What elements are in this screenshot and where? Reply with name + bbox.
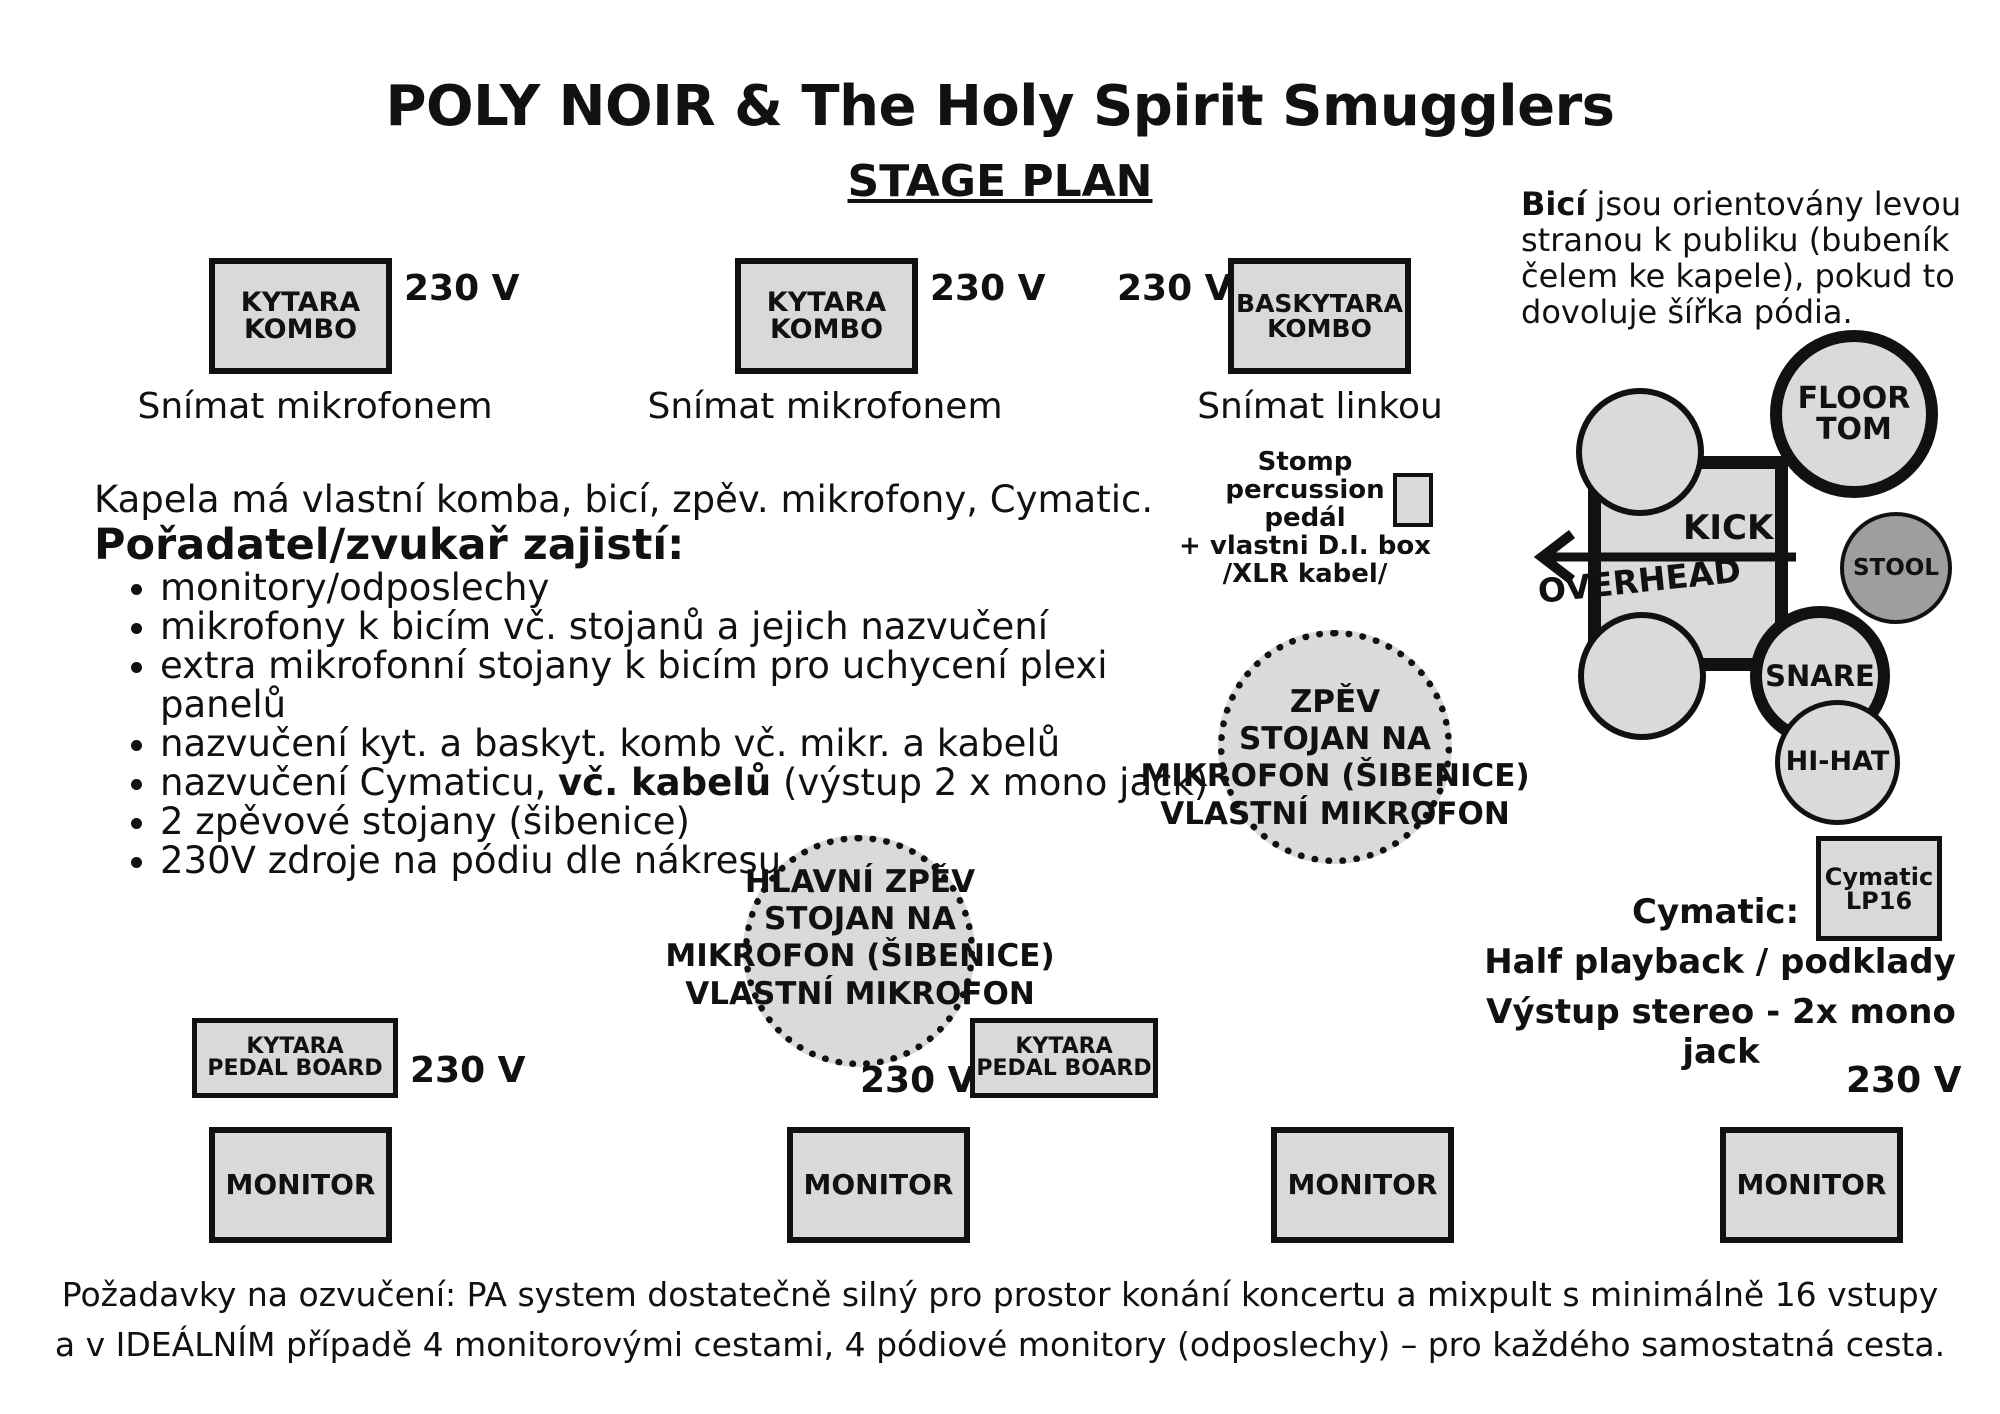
list-item: monitory/odposlechy — [160, 568, 1244, 607]
stomp-pedal-box — [1393, 473, 1433, 527]
guitar-combo-2: KYTARA KOMBO — [735, 258, 918, 374]
footer-line1: Požadavky na ozvučení: PA system dostate… — [61, 1275, 1939, 1314]
requirements: Kapela má vlastní komba, bicí, zpěv. mik… — [94, 478, 1244, 880]
bass-combo-caption: Snímat linkou — [1197, 386, 1443, 427]
stomp-label-line3: pedál — [1264, 503, 1346, 533]
hihat-label: HI-HAT — [1785, 746, 1890, 778]
guitar-combo-1-label-line2: KOMBO — [243, 314, 358, 345]
monitor-3: MONITOR — [1271, 1127, 1454, 1243]
cymatic-desc-line3: Výstup stereo - 2x mono jack — [1486, 992, 1956, 1072]
requirements-heading: Pořadatel/zvukař zajistí: — [94, 520, 685, 570]
bass-combo-label-line1: BASKYTARA — [1236, 289, 1403, 318]
guitar-pedalboard-1: KYTARA PEDAL BOARD — [192, 1018, 398, 1098]
guitar-combo-1-caption: Snímat mikrofonem — [137, 386, 493, 427]
side-vocal-line2: STOJAN NA — [1238, 721, 1432, 758]
guitar-combo-1-voltage: 230 V — [404, 268, 520, 309]
guitar-combo-2-voltage: 230 V — [930, 268, 1046, 309]
footer-note: Požadavky na ozvučení: PA system dostate… — [0, 1270, 2000, 1370]
floor-tom-line2: TOM — [1816, 412, 1892, 447]
stomp-label-line5: /XLR kabel/ — [1222, 559, 1388, 589]
drum-stool: STOOL — [1840, 512, 1952, 624]
guitar-combo-2-label-line2: KOMBO — [769, 314, 884, 345]
monitor-4: MONITOR — [1720, 1127, 1903, 1243]
floor-tom-line1: FLOOR — [1797, 380, 1911, 416]
list-item: mikrofony k bicím vč. stojanů a jejich n… — [160, 607, 1244, 646]
stomp-label-line2: percussion — [1225, 475, 1385, 505]
list-item: 2 zpěvové stojany (šibenice) — [160, 802, 1244, 841]
list-item: 230V zdroje na pódiu dle nákresu — [160, 841, 1244, 880]
side-vocal-line3: MIKROFON (ŠIBENICE) — [1140, 758, 1530, 795]
drums-note: Bicí jsou orientovány levou stranou k pu… — [1521, 186, 1981, 330]
pedalboard-2-line2: PEDAL BOARD — [976, 1056, 1152, 1081]
requirements-list: monitory/odposlechy mikrofony k bicím vč… — [94, 568, 1244, 880]
kick-label: KICK — [1683, 508, 1774, 548]
guitar-combo-1: KYTARA KOMBO — [209, 258, 392, 374]
cymatic-desc-line2: Half playback / podklady — [1484, 942, 1956, 982]
footer-line2: a v IDEÁLNÍM případě 4 monitorovými cest… — [54, 1325, 1946, 1364]
snare-label: SNARE — [1765, 658, 1875, 693]
overhead-arrow-icon — [1533, 530, 1796, 584]
tom-drum-bottom — [1578, 612, 1706, 740]
drums-note-bold: Bicí — [1521, 185, 1587, 223]
bass-combo-label-line2: KOMBO — [1267, 314, 1372, 343]
cymatic-item-bold: vč. kabelů — [558, 761, 772, 804]
tom-drum-top — [1576, 388, 1704, 516]
cymatic-box: Cymatic LP16 — [1816, 836, 1942, 941]
pedalboard-1-line2: PEDAL BOARD — [207, 1056, 383, 1081]
stool-label: STOOL — [1852, 554, 1939, 581]
page-title: POLY NOIR & The Holy Spirit Smugglers — [385, 74, 1615, 139]
page-subtitle: STAGE PLAN — [847, 156, 1153, 207]
cymatic-item-pre: nazvučení Cymaticu, — [160, 761, 559, 804]
list-item: nazvučení Cymaticu, vč. kabelů (výstup 2… — [160, 763, 1244, 802]
guitar-combo-2-label-line1: KYTARA — [766, 287, 887, 318]
guitar-combo-2-caption: Snímat mikrofonem — [647, 386, 1003, 427]
monitor-3-label: MONITOR — [1287, 1168, 1438, 1201]
side-vocal-line1: ZPĚV — [1289, 684, 1381, 720]
cymatic-voltage: 230 V — [1846, 1060, 1962, 1101]
drums-note-text: jsou orientovány levou stranou k publiku… — [1521, 185, 1962, 331]
lead-vocal-line3: MIKROFON (ŠIBENICE) — [665, 938, 1055, 975]
stomp-label-line1: Stomp — [1257, 447, 1353, 477]
guitar-combo-1-label-line1: KYTARA — [240, 287, 361, 318]
floor-tom-drum: FLOOR TOM — [1770, 330, 1938, 498]
cymatic-item-post: (výstup 2 x mono jack) — [771, 761, 1209, 804]
cymatic-box-line1: Cymatic — [1824, 862, 1934, 891]
monitor-2: MONITOR — [787, 1127, 970, 1243]
stomp-label-line4: + vlastni D.I. box — [1179, 531, 1431, 561]
bass-combo: BASKYTARA KOMBO — [1228, 258, 1411, 374]
cymatic-box-line2: LP16 — [1845, 886, 1913, 915]
guitar-pedalboard-2: KYTARA PEDAL BOARD — [970, 1018, 1158, 1098]
lead-vocal-mic-stand — [743, 835, 975, 1067]
monitor-1: MONITOR — [209, 1127, 392, 1243]
pedalboard-1-line1: KYTARA — [246, 1034, 344, 1059]
bass-combo-voltage: 230 V — [1117, 268, 1233, 309]
monitor-1-label: MONITOR — [225, 1168, 376, 1201]
requirements-intro: Kapela má vlastní komba, bicí, zpěv. mik… — [94, 478, 1154, 521]
list-item: nazvučení kyt. a baskyt. komb vč. mikr. … — [160, 724, 1244, 763]
lead-vocal-label: HLAVNÍ ZPĚV STOJAN NA MIKROFON (ŠIBENICE… — [650, 864, 1070, 1013]
stomp-label: Stomp percussion pedál + vlastni D.I. bo… — [1170, 448, 1440, 588]
side-vocal-line4: VLASTNÍ MIKROFON — [1160, 795, 1510, 832]
pedalboard-1-voltage: 230 V — [410, 1050, 526, 1091]
pedalboard-2-voltage: 230 V — [860, 1060, 976, 1101]
monitor-2-label: MONITOR — [803, 1168, 954, 1201]
lead-vocal-line1: HLAVNÍ ZPĚV — [744, 864, 976, 900]
lead-vocal-line2: STOJAN NA — [763, 901, 957, 938]
side-vocal-mic-stand — [1218, 630, 1452, 864]
monitor-4-label: MONITOR — [1736, 1168, 1887, 1201]
hihat-cymbal: HI-HAT — [1775, 700, 1900, 825]
lead-vocal-line4: VLASTNÍ MIKROFON — [685, 975, 1035, 1012]
list-item: extra mikrofonní stojany k bicím pro uch… — [160, 646, 1244, 724]
cymatic-label: Cymatic: — [1632, 892, 1800, 932]
pedalboard-2-line1: KYTARA — [1015, 1034, 1113, 1059]
side-vocal-label: ZPĚV STOJAN NA MIKROFON (ŠIBENICE) VLAST… — [1125, 684, 1545, 833]
